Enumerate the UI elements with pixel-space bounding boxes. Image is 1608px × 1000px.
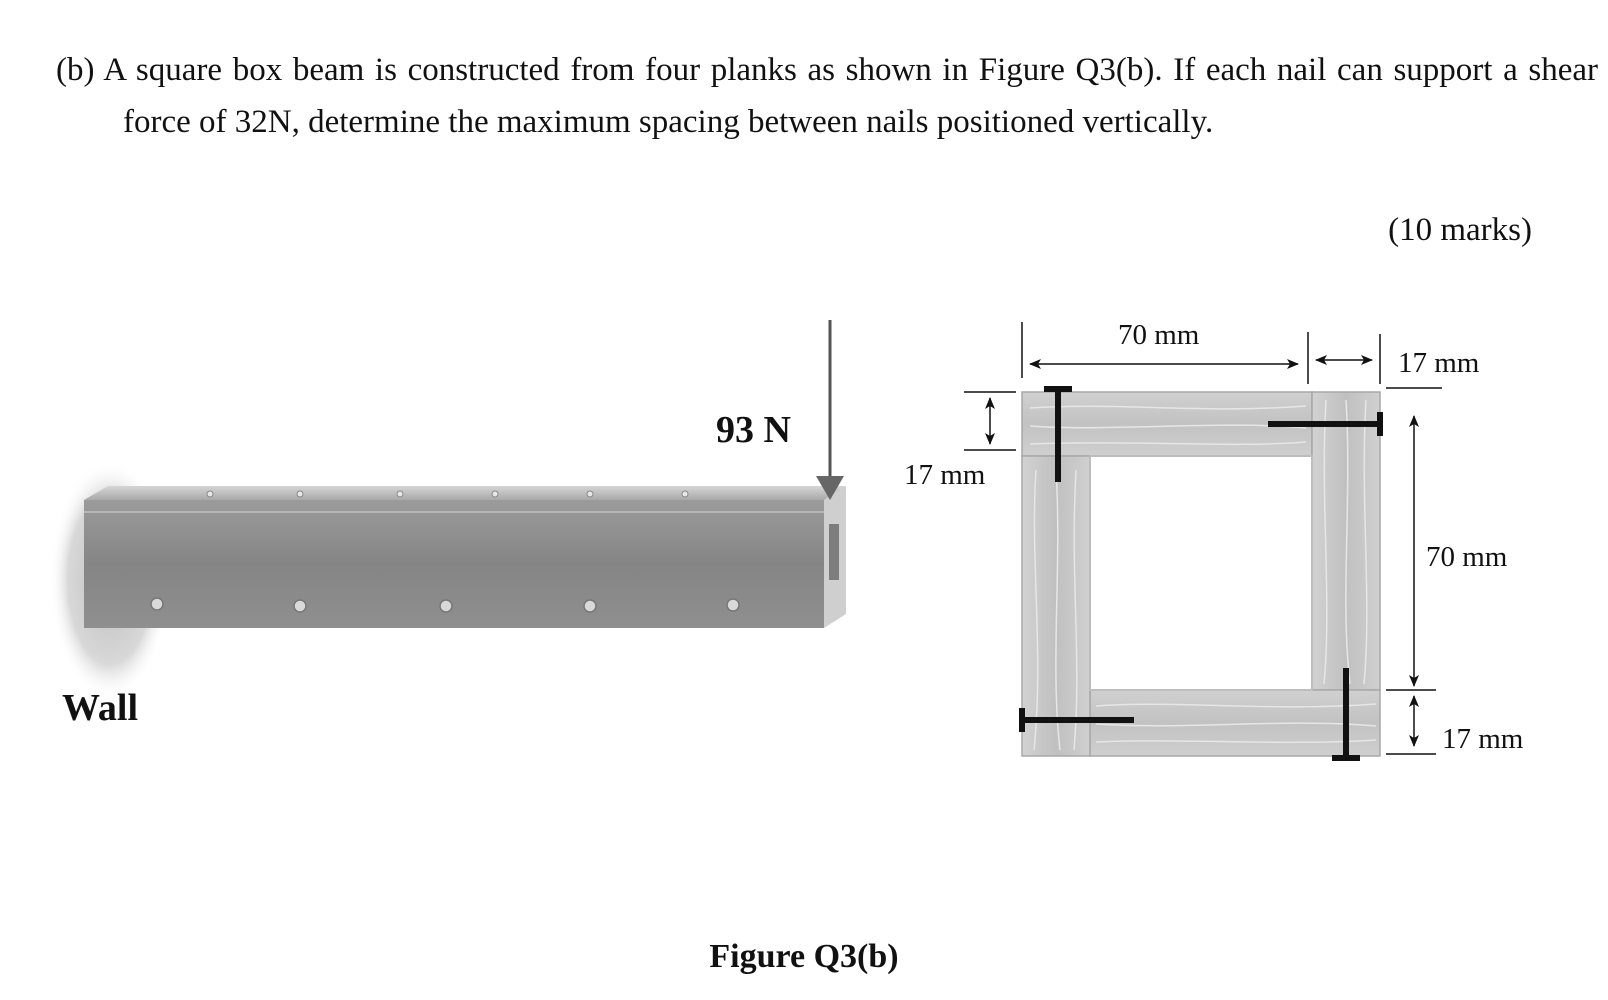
side-nail: [293, 599, 307, 613]
beam-top-face: [84, 486, 846, 500]
dim-right-height-label: 70 mm: [1426, 541, 1508, 573]
cross-section: 70 mm 17 mm 17 mm 70 mm 17 mm: [904, 319, 1524, 761]
load-label: 93 N: [716, 409, 791, 451]
beam-end-hole: [829, 524, 839, 580]
dim-left-thickness-label: 17 mm: [904, 459, 986, 491]
side-nail: [439, 599, 453, 613]
dim-top-width: [1021, 322, 1309, 384]
dim-bottom-thickness-label: 17 mm: [1442, 723, 1524, 755]
side-nails: [150, 597, 740, 613]
cantilever-beam: 93 N Wall: [50, 320, 846, 729]
nail-top-left: [1044, 386, 1072, 482]
section-nails: [1019, 386, 1383, 761]
wood-grain: [1029, 399, 1377, 751]
nail-top-right: [1268, 412, 1383, 436]
side-nail: [726, 598, 740, 612]
hollow-interior: [1089, 455, 1313, 691]
dim-right-height: [1386, 415, 1436, 691]
top-nails: [206, 490, 689, 498]
side-nail: [150, 597, 164, 611]
dim-bottom-thickness: [1386, 695, 1436, 755]
dim-top-width-label: 70 mm: [1118, 319, 1200, 351]
dim-right-gap: [1315, 334, 1442, 389]
top-nail: [206, 490, 214, 498]
top-nail: [491, 490, 499, 498]
question-text: (b) A square box beam is constructed fro…: [56, 52, 1598, 140]
dim-left-thickness: [964, 391, 1016, 451]
side-nail: [583, 599, 597, 613]
load-arrow-head: [816, 476, 844, 500]
dim-right-gap-label: 17 mm: [1398, 347, 1480, 379]
top-nail: [296, 490, 304, 498]
nail-bottom-left: [1019, 708, 1134, 732]
marks-label: (10 marks): [1388, 212, 1532, 248]
nail-bottom-right: [1332, 668, 1360, 761]
figure-caption: Figure Q3(b): [709, 938, 899, 975]
top-plank: [1021, 391, 1313, 457]
top-nail: [586, 490, 594, 498]
top-nail: [396, 490, 404, 498]
beam-front-face: [84, 500, 824, 628]
wall-label: Wall: [62, 687, 138, 729]
top-nail: [681, 490, 689, 498]
